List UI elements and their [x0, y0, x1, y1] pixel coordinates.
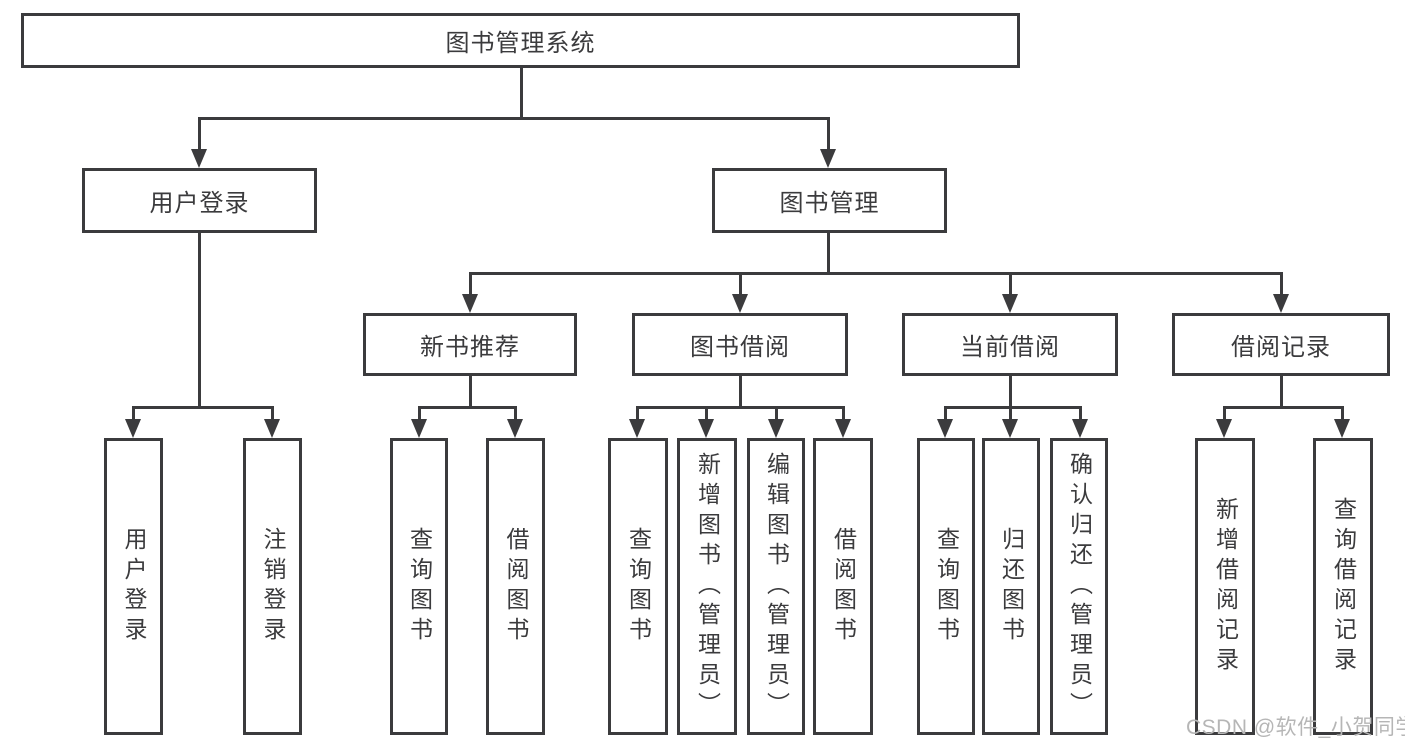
connector-line: [418, 406, 421, 421]
node-label: 编辑图书（管理员）: [763, 451, 790, 722]
node-label: 注销登录: [260, 526, 286, 647]
node-label: 新增借阅记录: [1212, 496, 1239, 677]
connector-arrowhead: [462, 294, 478, 313]
node-borrowing-records: 借阅记录: [1172, 313, 1390, 376]
node-borrow-books-2: 借阅图书: [813, 438, 873, 735]
connector-line: [469, 272, 472, 296]
connector-line: [1009, 375, 1012, 406]
node-label: 用户登录: [121, 526, 147, 647]
node-return-books: 归还图书: [982, 438, 1040, 735]
connector-line: [132, 406, 135, 421]
connector-line: [827, 117, 830, 151]
connector-line: [636, 406, 639, 421]
node-login: 用户登录: [104, 438, 163, 735]
connector-line: [198, 232, 201, 406]
connector-line: [514, 406, 517, 421]
connector-line: [775, 406, 778, 421]
node-add-books: 新增图书（管理员）: [677, 438, 737, 735]
connector-line: [1009, 406, 1012, 421]
node-query-books-1: 查询图书: [390, 438, 448, 735]
connector-arrowhead: [125, 419, 141, 438]
node-root: 图书管理系统: [21, 13, 1020, 68]
connector-line: [520, 67, 523, 117]
connector-line: [1223, 406, 1226, 421]
connector-arrowhead: [835, 419, 851, 438]
connector-arrowhead: [191, 149, 207, 168]
connector-line: [944, 406, 947, 421]
connector-line: [469, 375, 472, 406]
node-add-borrow-record: 新增借阅记录: [1195, 438, 1255, 735]
node-label: 用户登录: [149, 190, 250, 217]
connector-line: [1280, 272, 1283, 296]
node-label: 借阅图书: [830, 526, 857, 647]
node-label: 查询图书: [933, 526, 960, 647]
connector-line: [636, 406, 842, 409]
node-current-borrowing: 当前借阅: [902, 313, 1118, 376]
connector-arrowhead: [629, 419, 645, 438]
connector-line: [271, 406, 274, 421]
connector-arrowhead: [507, 419, 523, 438]
watermark-text: CSDN @软件_小贺同学: [1186, 716, 1405, 739]
connector-line: [705, 406, 708, 421]
node-query-borrow-record: 查询借阅记录: [1313, 438, 1373, 735]
node-new-book-recommend: 新书推荐: [363, 313, 577, 376]
node-edit-books: 编辑图书（管理员）: [747, 438, 805, 735]
connector-arrowhead: [1002, 294, 1018, 313]
connector-line: [739, 375, 742, 406]
connector-line: [1079, 406, 1082, 421]
connector-line: [132, 406, 271, 409]
connector-arrowhead: [768, 419, 784, 438]
node-label: 新书推荐: [420, 334, 520, 361]
connector-arrowhead: [1273, 294, 1289, 313]
node-label: 查询图书: [406, 526, 433, 647]
node-label: 查询借阅记录: [1330, 496, 1357, 677]
connector-arrowhead: [937, 419, 953, 438]
connector-arrowhead: [698, 419, 714, 438]
connector-arrowhead: [820, 149, 836, 168]
connector-arrowhead: [264, 419, 280, 438]
connector-line: [1341, 406, 1344, 421]
node-label: 当前借阅: [960, 334, 1060, 361]
connector-line: [198, 117, 201, 151]
connector-arrowhead: [732, 294, 748, 313]
node-label: 借阅图书: [503, 526, 529, 647]
connector-arrowhead: [1334, 419, 1350, 438]
node-book-borrowing: 图书借阅: [632, 313, 848, 376]
connector-arrowhead: [1216, 419, 1232, 438]
connector-line: [1009, 272, 1012, 296]
node-label: 新增图书（管理员）: [694, 451, 721, 722]
node-query-books-2: 查询图书: [608, 438, 668, 735]
connector-line: [739, 272, 742, 296]
connector-arrowhead: [411, 419, 427, 438]
node-user-login: 用户登录: [82, 168, 317, 233]
node-query-books-3: 查询图书: [917, 438, 975, 735]
node-book-management: 图书管理: [712, 168, 947, 233]
connector-line: [1280, 375, 1283, 406]
node-confirm-return: 确认归还（管理员）: [1050, 438, 1108, 735]
connector-line: [842, 406, 845, 421]
node-label: 查询图书: [625, 526, 652, 647]
node-label: 图书管理系统: [445, 30, 596, 57]
connector-line: [418, 406, 514, 409]
node-label: 图书借阅: [690, 334, 790, 361]
connector-arrowhead: [1002, 419, 1018, 438]
connector-line: [198, 117, 827, 120]
connector-line: [1223, 406, 1341, 409]
node-label: 确认归还（管理员）: [1066, 451, 1093, 722]
node-label: 归还图书: [998, 526, 1025, 647]
connector-line: [469, 272, 1280, 275]
connector-arrowhead: [1072, 419, 1088, 438]
node-label: 图书管理: [779, 190, 880, 217]
node-logout: 注销登录: [243, 438, 302, 735]
connector-line: [827, 232, 830, 272]
node-label: 借阅记录: [1231, 334, 1331, 361]
node-borrow-books-1: 借阅图书: [486, 438, 545, 735]
